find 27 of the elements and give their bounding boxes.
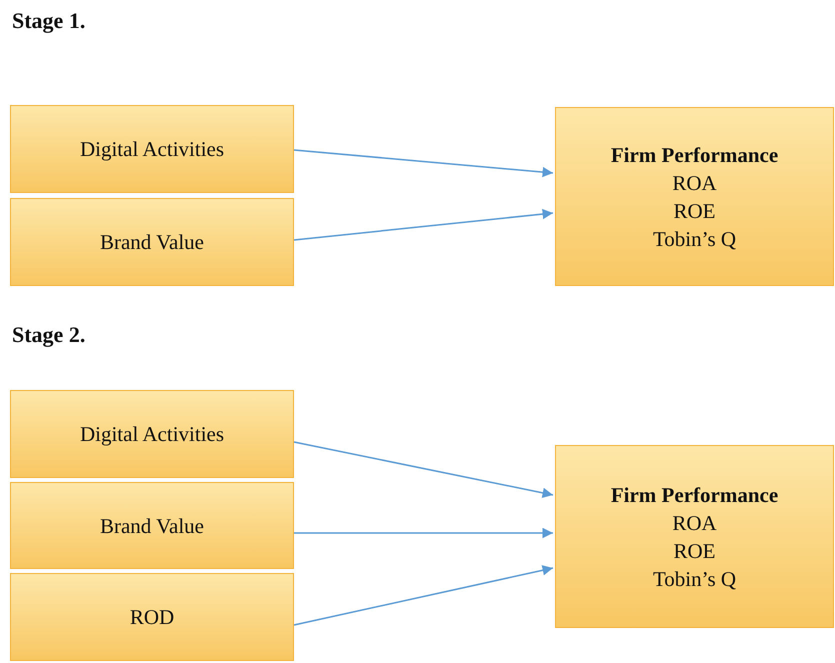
box-heading: Firm Performance	[610, 142, 778, 168]
arrow	[294, 441, 554, 498]
box-label: Digital Activities	[80, 421, 224, 448]
box-label: ROE	[674, 538, 716, 564]
arrow	[294, 149, 554, 178]
box-label: ROA	[672, 170, 717, 196]
box-heading: Firm Performance	[610, 482, 778, 508]
box-label: ROA	[672, 510, 717, 536]
box-label: Digital Activities	[80, 136, 224, 163]
process-box	[10, 482, 294, 569]
box-label: Tobin’s Q	[652, 566, 736, 592]
arrow	[294, 565, 554, 626]
box-label: Brand Value	[100, 229, 204, 256]
process-box	[10, 573, 294, 661]
stage-heading: Stage 1.	[12, 8, 86, 34]
box-label: ROD	[130, 604, 174, 631]
process-box	[10, 105, 294, 193]
box-label: Tobin’s Q	[652, 226, 736, 252]
process-box	[555, 445, 834, 628]
arrow	[294, 528, 553, 538]
arrow	[294, 208, 554, 241]
process-box	[10, 390, 294, 478]
box-label: Brand Value	[100, 512, 204, 540]
stage-heading: Stage 2.	[12, 322, 86, 348]
process-box	[10, 198, 294, 286]
box-label: ROE	[674, 198, 716, 224]
process-box	[555, 107, 834, 286]
